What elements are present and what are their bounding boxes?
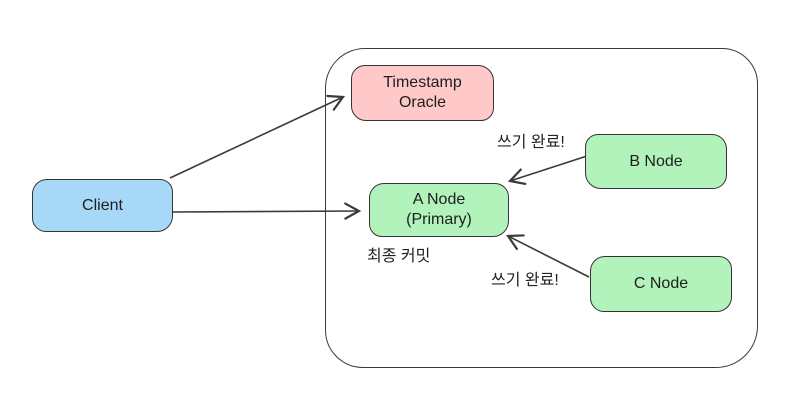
arrow-client-to-oracle (169, 94, 346, 179)
client-node[interactable]: Client (32, 179, 173, 232)
c-node[interactable]: C Node (590, 256, 732, 312)
a-node-primary[interactable]: A Node (Primary) (369, 183, 509, 237)
b-node[interactable]: B Node (585, 134, 727, 189)
a-node-line1: A Node (412, 191, 466, 208)
timestamp-oracle-label: Timestamp Oracle (383, 73, 462, 113)
b-node-label: B Node (629, 152, 683, 170)
timestamp-oracle-line2: Oracle (398, 94, 447, 111)
timestamp-oracle-line1: Timestamp (383, 74, 462, 91)
final-commit-label: 최종 커밋 (367, 248, 431, 265)
write-complete-label-b: 쓰기 완료! (497, 134, 565, 151)
a-node-label: A Node (Primary) (406, 190, 472, 230)
c-node-label: C Node (633, 275, 689, 292)
write-complete-label-c: 쓰기 완료! (491, 272, 559, 289)
timestamp-oracle-node[interactable]: Timestamp Oracle (351, 65, 494, 121)
client-label: Client (82, 196, 123, 214)
a-node-line2: (Primary) (406, 211, 472, 228)
